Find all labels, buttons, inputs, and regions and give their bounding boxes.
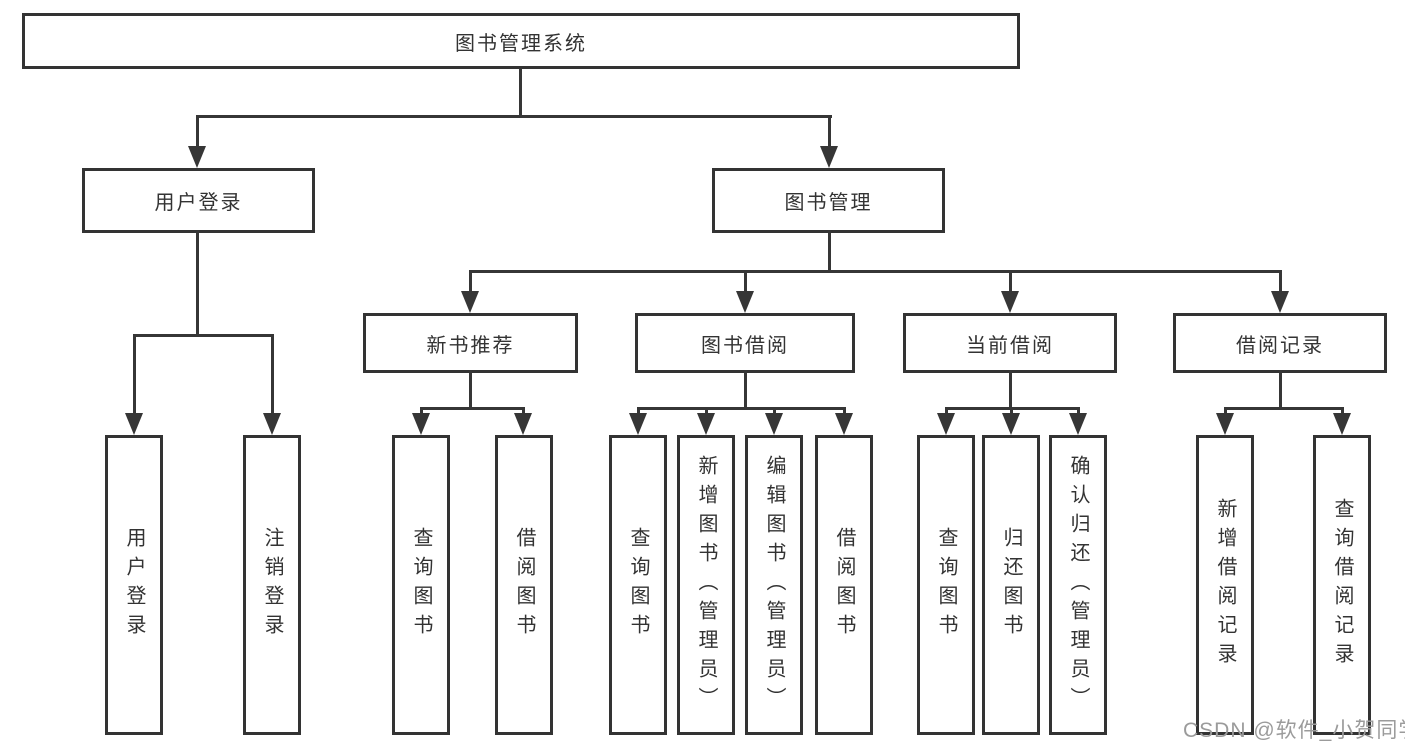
arrow-down-icon bbox=[263, 413, 281, 435]
leaf-query-books-borrowing: 查询图书 bbox=[609, 435, 667, 735]
connector-line bbox=[420, 407, 423, 417]
node-library-management-system: 图书管理系统 bbox=[22, 13, 1020, 69]
leaf-query-books-current: 查询图书 bbox=[917, 435, 975, 735]
arrow-down-icon bbox=[765, 413, 783, 435]
arrow-down-icon bbox=[835, 413, 853, 435]
node-label: 图书借阅 bbox=[701, 334, 789, 357]
connector-line bbox=[196, 115, 832, 118]
node-label: 借阅记录 bbox=[1236, 334, 1324, 357]
arrow-down-icon bbox=[820, 146, 838, 168]
connector-line bbox=[828, 115, 831, 148]
node-label: 注销登录 bbox=[261, 527, 283, 643]
leaf-edit-books-admin: 编辑图书（管理员） bbox=[745, 435, 803, 735]
leaf-query-borrow-record: 查询借阅记录 bbox=[1313, 435, 1371, 735]
node-label: 新增图书（管理员） bbox=[695, 454, 717, 716]
arrow-down-icon bbox=[1333, 413, 1351, 435]
node-book-borrowing: 图书借阅 bbox=[635, 313, 855, 373]
connector-line bbox=[133, 334, 274, 337]
node-label: 图书管理 bbox=[784, 192, 873, 214]
node-label: 图书管理系统 bbox=[455, 32, 587, 55]
connector-line bbox=[1224, 407, 1344, 410]
arrow-down-icon bbox=[461, 291, 479, 313]
node-label: 编辑图书（管理员） bbox=[763, 454, 785, 716]
arrow-down-icon bbox=[188, 146, 206, 168]
node-label: 用户登录 bbox=[154, 192, 243, 214]
connector-line bbox=[1010, 407, 1013, 417]
node-current-borrowing: 当前借阅 bbox=[903, 313, 1117, 373]
node-label: 确认归还（管理员） bbox=[1067, 454, 1089, 716]
connector-line bbox=[1009, 270, 1012, 295]
node-label: 新增借阅记录 bbox=[1214, 498, 1236, 672]
connector-line bbox=[1224, 407, 1227, 417]
csdn-watermark: CSDN @软件_小贺同学 bbox=[1183, 719, 1405, 742]
connector-line bbox=[469, 270, 1282, 273]
node-user-login: 用户登录 bbox=[82, 168, 315, 233]
connector-line bbox=[469, 370, 472, 410]
arrow-down-icon bbox=[736, 291, 754, 313]
connector-line bbox=[843, 407, 846, 417]
arrow-down-icon bbox=[937, 413, 955, 435]
connector-line bbox=[1279, 270, 1282, 295]
connector-line bbox=[637, 407, 846, 410]
node-label: 归还图书 bbox=[1000, 527, 1022, 643]
connector-line bbox=[637, 407, 640, 417]
node-label: 查询借阅记录 bbox=[1331, 498, 1353, 672]
leaf-borrow-books-recommend: 借阅图书 bbox=[495, 435, 553, 735]
connector-line bbox=[133, 334, 136, 415]
node-label: 借阅图书 bbox=[513, 527, 535, 643]
arrow-down-icon bbox=[697, 413, 715, 435]
arrow-down-icon bbox=[1069, 413, 1087, 435]
connector-line bbox=[522, 407, 525, 417]
node-label: 查询图书 bbox=[935, 527, 957, 643]
node-new-book-recommend: 新书推荐 bbox=[363, 313, 578, 373]
arrow-down-icon bbox=[1001, 291, 1019, 313]
node-label: 用户登录 bbox=[123, 527, 145, 643]
node-label: 查询图书 bbox=[627, 527, 649, 643]
connector-line bbox=[196, 230, 199, 335]
node-label: 当前借阅 bbox=[966, 334, 1054, 357]
node-label: 新书推荐 bbox=[426, 334, 515, 357]
connector-line bbox=[1341, 407, 1344, 417]
connector-line bbox=[744, 370, 747, 410]
arrow-down-icon bbox=[1271, 291, 1289, 313]
connector-line bbox=[773, 407, 776, 417]
connector-line bbox=[271, 334, 274, 415]
connector-line bbox=[196, 115, 199, 148]
leaf-add-books-admin: 新增图书（管理员） bbox=[677, 435, 735, 735]
connector-line bbox=[1009, 370, 1012, 410]
arrow-down-icon bbox=[1002, 413, 1020, 435]
connector-line bbox=[469, 270, 472, 295]
leaf-user-login: 用户登录 bbox=[105, 435, 163, 735]
leaf-logout: 注销登录 bbox=[243, 435, 301, 735]
connector-line bbox=[420, 407, 525, 410]
leaf-borrow-books: 借阅图书 bbox=[815, 435, 873, 735]
connector-line bbox=[744, 270, 747, 295]
connector-line bbox=[519, 68, 522, 118]
arrow-down-icon bbox=[125, 413, 143, 435]
arrow-down-icon bbox=[412, 413, 430, 435]
connector-line bbox=[945, 407, 948, 417]
node-label: 借阅图书 bbox=[833, 527, 855, 643]
arrow-down-icon bbox=[629, 413, 647, 435]
node-label: 查询图书 bbox=[410, 527, 432, 643]
connector-line bbox=[705, 407, 708, 417]
leaf-query-books-recommend: 查询图书 bbox=[392, 435, 450, 735]
leaf-return-books: 归还图书 bbox=[982, 435, 1040, 735]
leaf-confirm-return-admin: 确认归还（管理员） bbox=[1049, 435, 1107, 735]
connector-line bbox=[1279, 370, 1282, 410]
leaf-add-borrow-record: 新增借阅记录 bbox=[1196, 435, 1254, 735]
arrow-down-icon bbox=[514, 413, 532, 435]
arrow-down-icon bbox=[1216, 413, 1234, 435]
node-book-management: 图书管理 bbox=[712, 168, 945, 233]
connector-line bbox=[1077, 407, 1080, 417]
node-borrowing-records: 借阅记录 bbox=[1173, 313, 1387, 373]
connector-line bbox=[828, 230, 831, 273]
